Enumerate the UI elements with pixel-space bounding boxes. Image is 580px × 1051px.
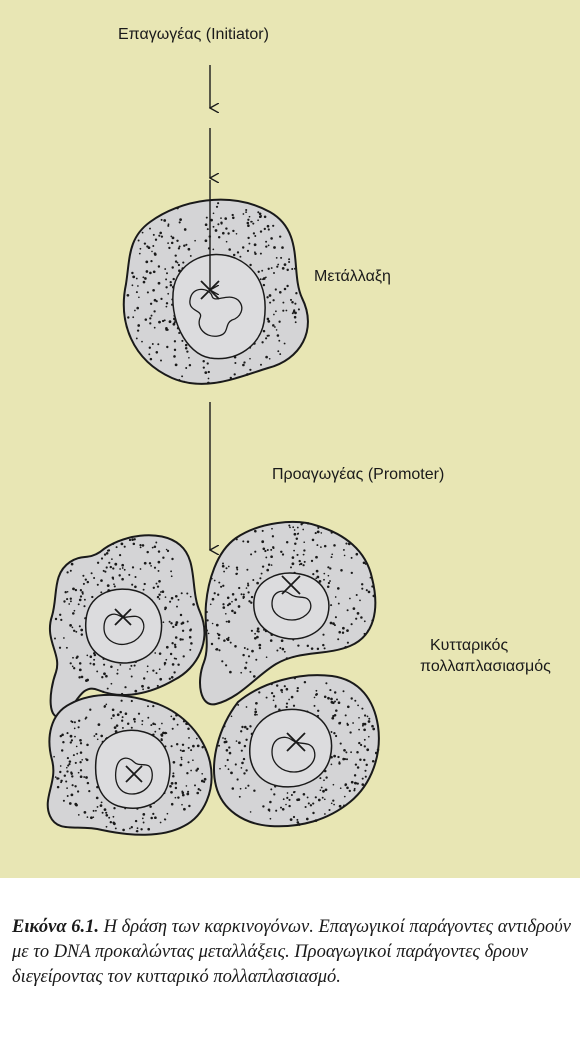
proliferation-label-line1: Κυτταρικός bbox=[430, 637, 508, 655]
promoter-label: Προαγωγέας (Promoter) bbox=[272, 466, 444, 484]
nucleus bbox=[96, 730, 170, 808]
figure-caption: Εικόνα 6.1. Η δράση των καρκινογόνων. Επ… bbox=[12, 915, 578, 990]
caption-label: Εικόνα 6.1. bbox=[12, 917, 99, 937]
proliferation-label-line2: πολλαπλασιασμός bbox=[420, 658, 551, 676]
carcinogenesis-diagram bbox=[0, 0, 580, 878]
nucleus bbox=[86, 589, 162, 663]
nucleus bbox=[254, 573, 329, 639]
daughter-cell-bottom-left bbox=[48, 695, 212, 835]
mutation-label: Μετάλλαξη bbox=[314, 268, 391, 286]
figure-panel: Επαγωγέας (Initiator) Μετάλλαξη Προαγωγέ… bbox=[0, 0, 580, 878]
daughter-cell-top-right bbox=[200, 522, 375, 705]
mutated-cell bbox=[124, 180, 308, 384]
initiator-label: Επαγωγέας (Initiator) bbox=[118, 26, 269, 44]
daughter-cell-top-left bbox=[50, 535, 204, 717]
caption-box: Εικόνα 6.1. Η δράση των καρκινογόνων. Επ… bbox=[0, 878, 580, 1051]
daughter-cell-bottom-right bbox=[214, 675, 379, 826]
nucleus bbox=[173, 254, 265, 358]
